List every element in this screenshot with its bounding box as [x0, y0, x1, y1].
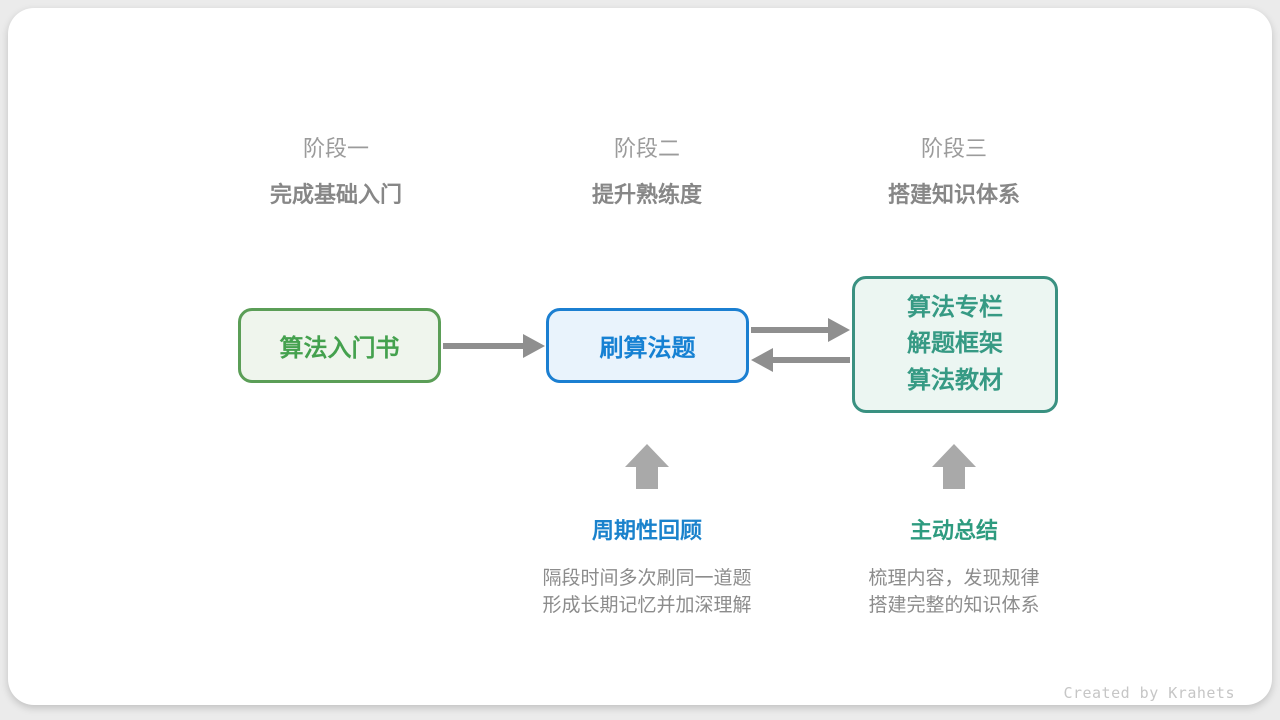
arrow-head-left-icon	[751, 348, 773, 372]
arrow-head-right-icon	[523, 334, 545, 358]
stage-2-header: 阶段二 提升熟练度	[497, 136, 797, 208]
up-arrow-head-icon	[932, 444, 976, 467]
periodic-review-annotation: 周期性回顾 隔段时间多次刷同一道题 形成长期记忆并加深理解	[477, 518, 817, 619]
intro-book-node-label: 算法入门书	[279, 335, 400, 362]
up-arrow-head-icon	[625, 444, 669, 467]
stage-3-label: 阶段三	[920, 136, 987, 161]
periodic-review-title: 周期性回顾	[591, 518, 702, 543]
arrow-stage3-to-stage2-icon	[751, 348, 850, 372]
stage-1-label: 阶段一	[302, 136, 369, 161]
periodic-review-desc-line-1: 隔段时间多次刷同一道题	[542, 568, 752, 589]
diagram-card: 阶段一 完成基础入门 阶段二 提升熟练度 阶段三 搭建知识体系 算法入门书 刷算…	[8, 8, 1272, 705]
arrow-stage2-to-stage3-icon	[751, 318, 850, 342]
periodic-review-description: 隔段时间多次刷同一道题 形成长期记忆并加深理解	[477, 565, 817, 619]
active-summary-desc-line-2: 搭建完整的知识体系	[868, 595, 1040, 616]
stage-3-header: 阶段三 搭建知识体系	[804, 136, 1104, 208]
stage-3-subtitle: 搭建知识体系	[887, 182, 1020, 207]
active-summary-description: 梳理内容，发现规律 搭建完整的知识体系	[784, 565, 1124, 619]
stage-1-subtitle: 完成基础入门	[269, 182, 402, 207]
up-arrow-stem	[943, 467, 965, 489]
arrow-head-right-icon	[828, 318, 850, 342]
practice-problems-node: 刷算法题	[546, 308, 749, 383]
knowledge-node-line-2: 解题框架	[907, 330, 1003, 358]
periodic-review-desc-line-2: 形成长期记忆并加深理解	[542, 595, 752, 616]
active-summary-desc-line-1: 梳理内容，发现规律	[868, 568, 1040, 589]
stage-2-label: 阶段二	[613, 136, 680, 161]
up-block-arrow-summarize-icon	[932, 444, 976, 489]
up-block-arrow-review-icon	[625, 444, 669, 489]
intro-book-node: 算法入门书	[238, 308, 441, 383]
arrow-shaft	[769, 357, 850, 363]
arrow-shaft	[443, 343, 527, 349]
active-summary-title: 主动总结	[909, 518, 998, 543]
practice-problems-node-label: 刷算法题	[599, 335, 696, 362]
arrow-stage1-to-stage2-icon	[443, 334, 545, 358]
knowledge-node-line-3: 算法教材	[907, 366, 1003, 394]
stage-1-header: 阶段一 完成基础入门	[186, 136, 486, 208]
up-arrow-stem	[636, 467, 658, 489]
knowledge-system-node: 算法专栏 解题框架 算法教材	[852, 276, 1058, 413]
stage-2-subtitle: 提升熟练度	[591, 182, 702, 207]
active-summary-annotation: 主动总结 梳理内容，发现规律 搭建完整的知识体系	[784, 518, 1124, 619]
credit-text: Created by Krahets	[1063, 684, 1235, 702]
arrow-shaft	[751, 327, 832, 333]
knowledge-node-line-1: 算法专栏	[907, 293, 1003, 321]
